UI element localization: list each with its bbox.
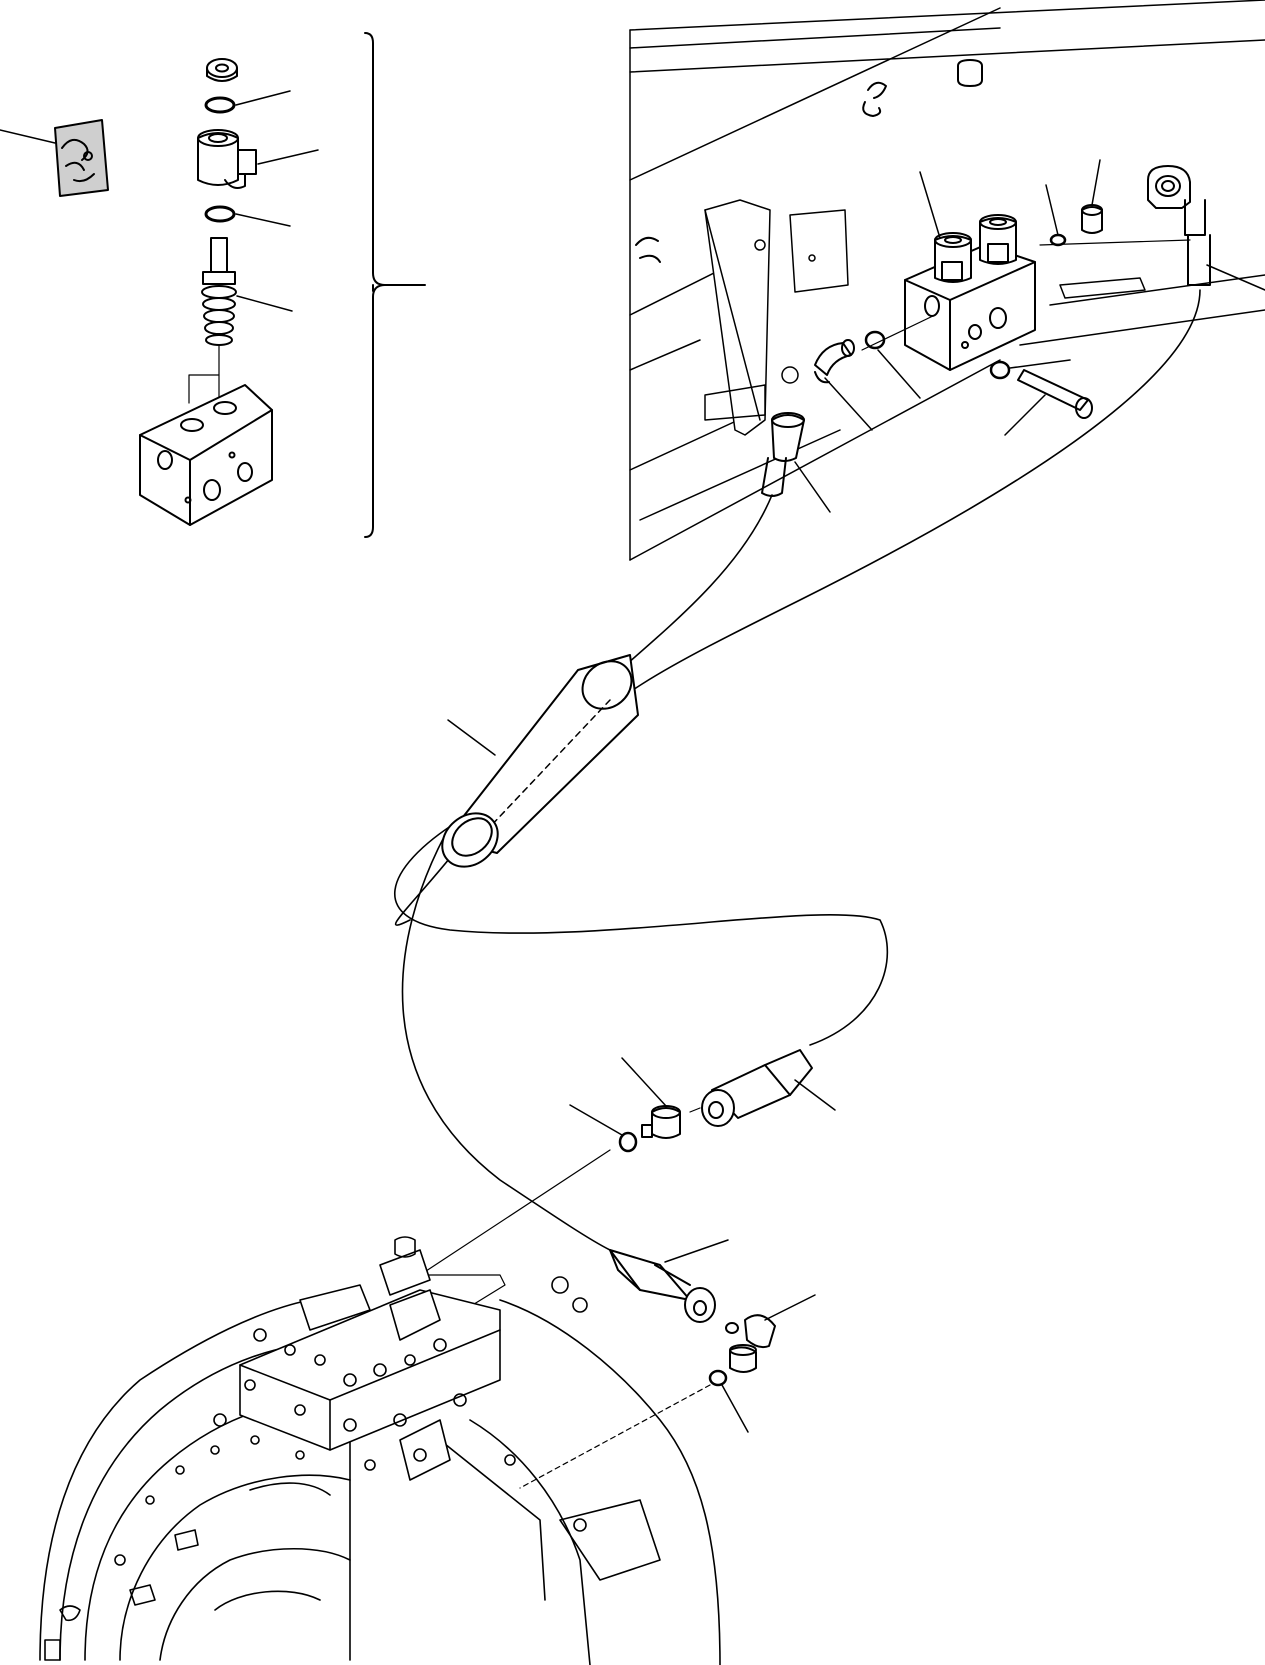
solenoid-coil-left-icon bbox=[935, 233, 971, 282]
hose-end-lower-icon bbox=[610, 1240, 728, 1322]
frame-section bbox=[630, 0, 1265, 560]
protective-sleeve-icon bbox=[432, 651, 641, 877]
valve-block-icon bbox=[140, 385, 272, 525]
cartridge-icon bbox=[189, 238, 292, 405]
transmission-housing bbox=[40, 1237, 720, 1665]
fittings-top-right bbox=[762, 160, 1265, 512]
o-ring-lower-right-icon bbox=[710, 1371, 748, 1432]
solenoid-block bbox=[905, 172, 1035, 370]
hose-end-middle-icon bbox=[702, 1050, 835, 1126]
fittings-middle bbox=[570, 1050, 835, 1151]
washer-icon bbox=[1046, 185, 1065, 245]
nut-icon bbox=[207, 59, 237, 81]
adapter-middle-icon bbox=[622, 1058, 680, 1138]
adapter-icon bbox=[1082, 160, 1102, 233]
fittings-lower bbox=[420, 1150, 815, 1488]
valve-detail-group bbox=[0, 33, 425, 537]
elbow-fitting-lower-icon bbox=[726, 1295, 815, 1372]
solenoid-coil-right-icon bbox=[980, 215, 1016, 264]
elbow-fitting-top-icon bbox=[1148, 166, 1265, 290]
group-brace bbox=[365, 33, 425, 537]
coil-icon bbox=[198, 130, 318, 188]
o-ring-lower-icon bbox=[206, 207, 290, 226]
o-ring-middle-icon bbox=[570, 1105, 636, 1151]
angle-fitting-icon bbox=[815, 340, 872, 430]
o-ring-upper-icon bbox=[206, 91, 290, 112]
decal-icon bbox=[0, 120, 108, 196]
hose-end-top-icon bbox=[762, 413, 830, 512]
bolt-icon bbox=[991, 360, 1092, 435]
